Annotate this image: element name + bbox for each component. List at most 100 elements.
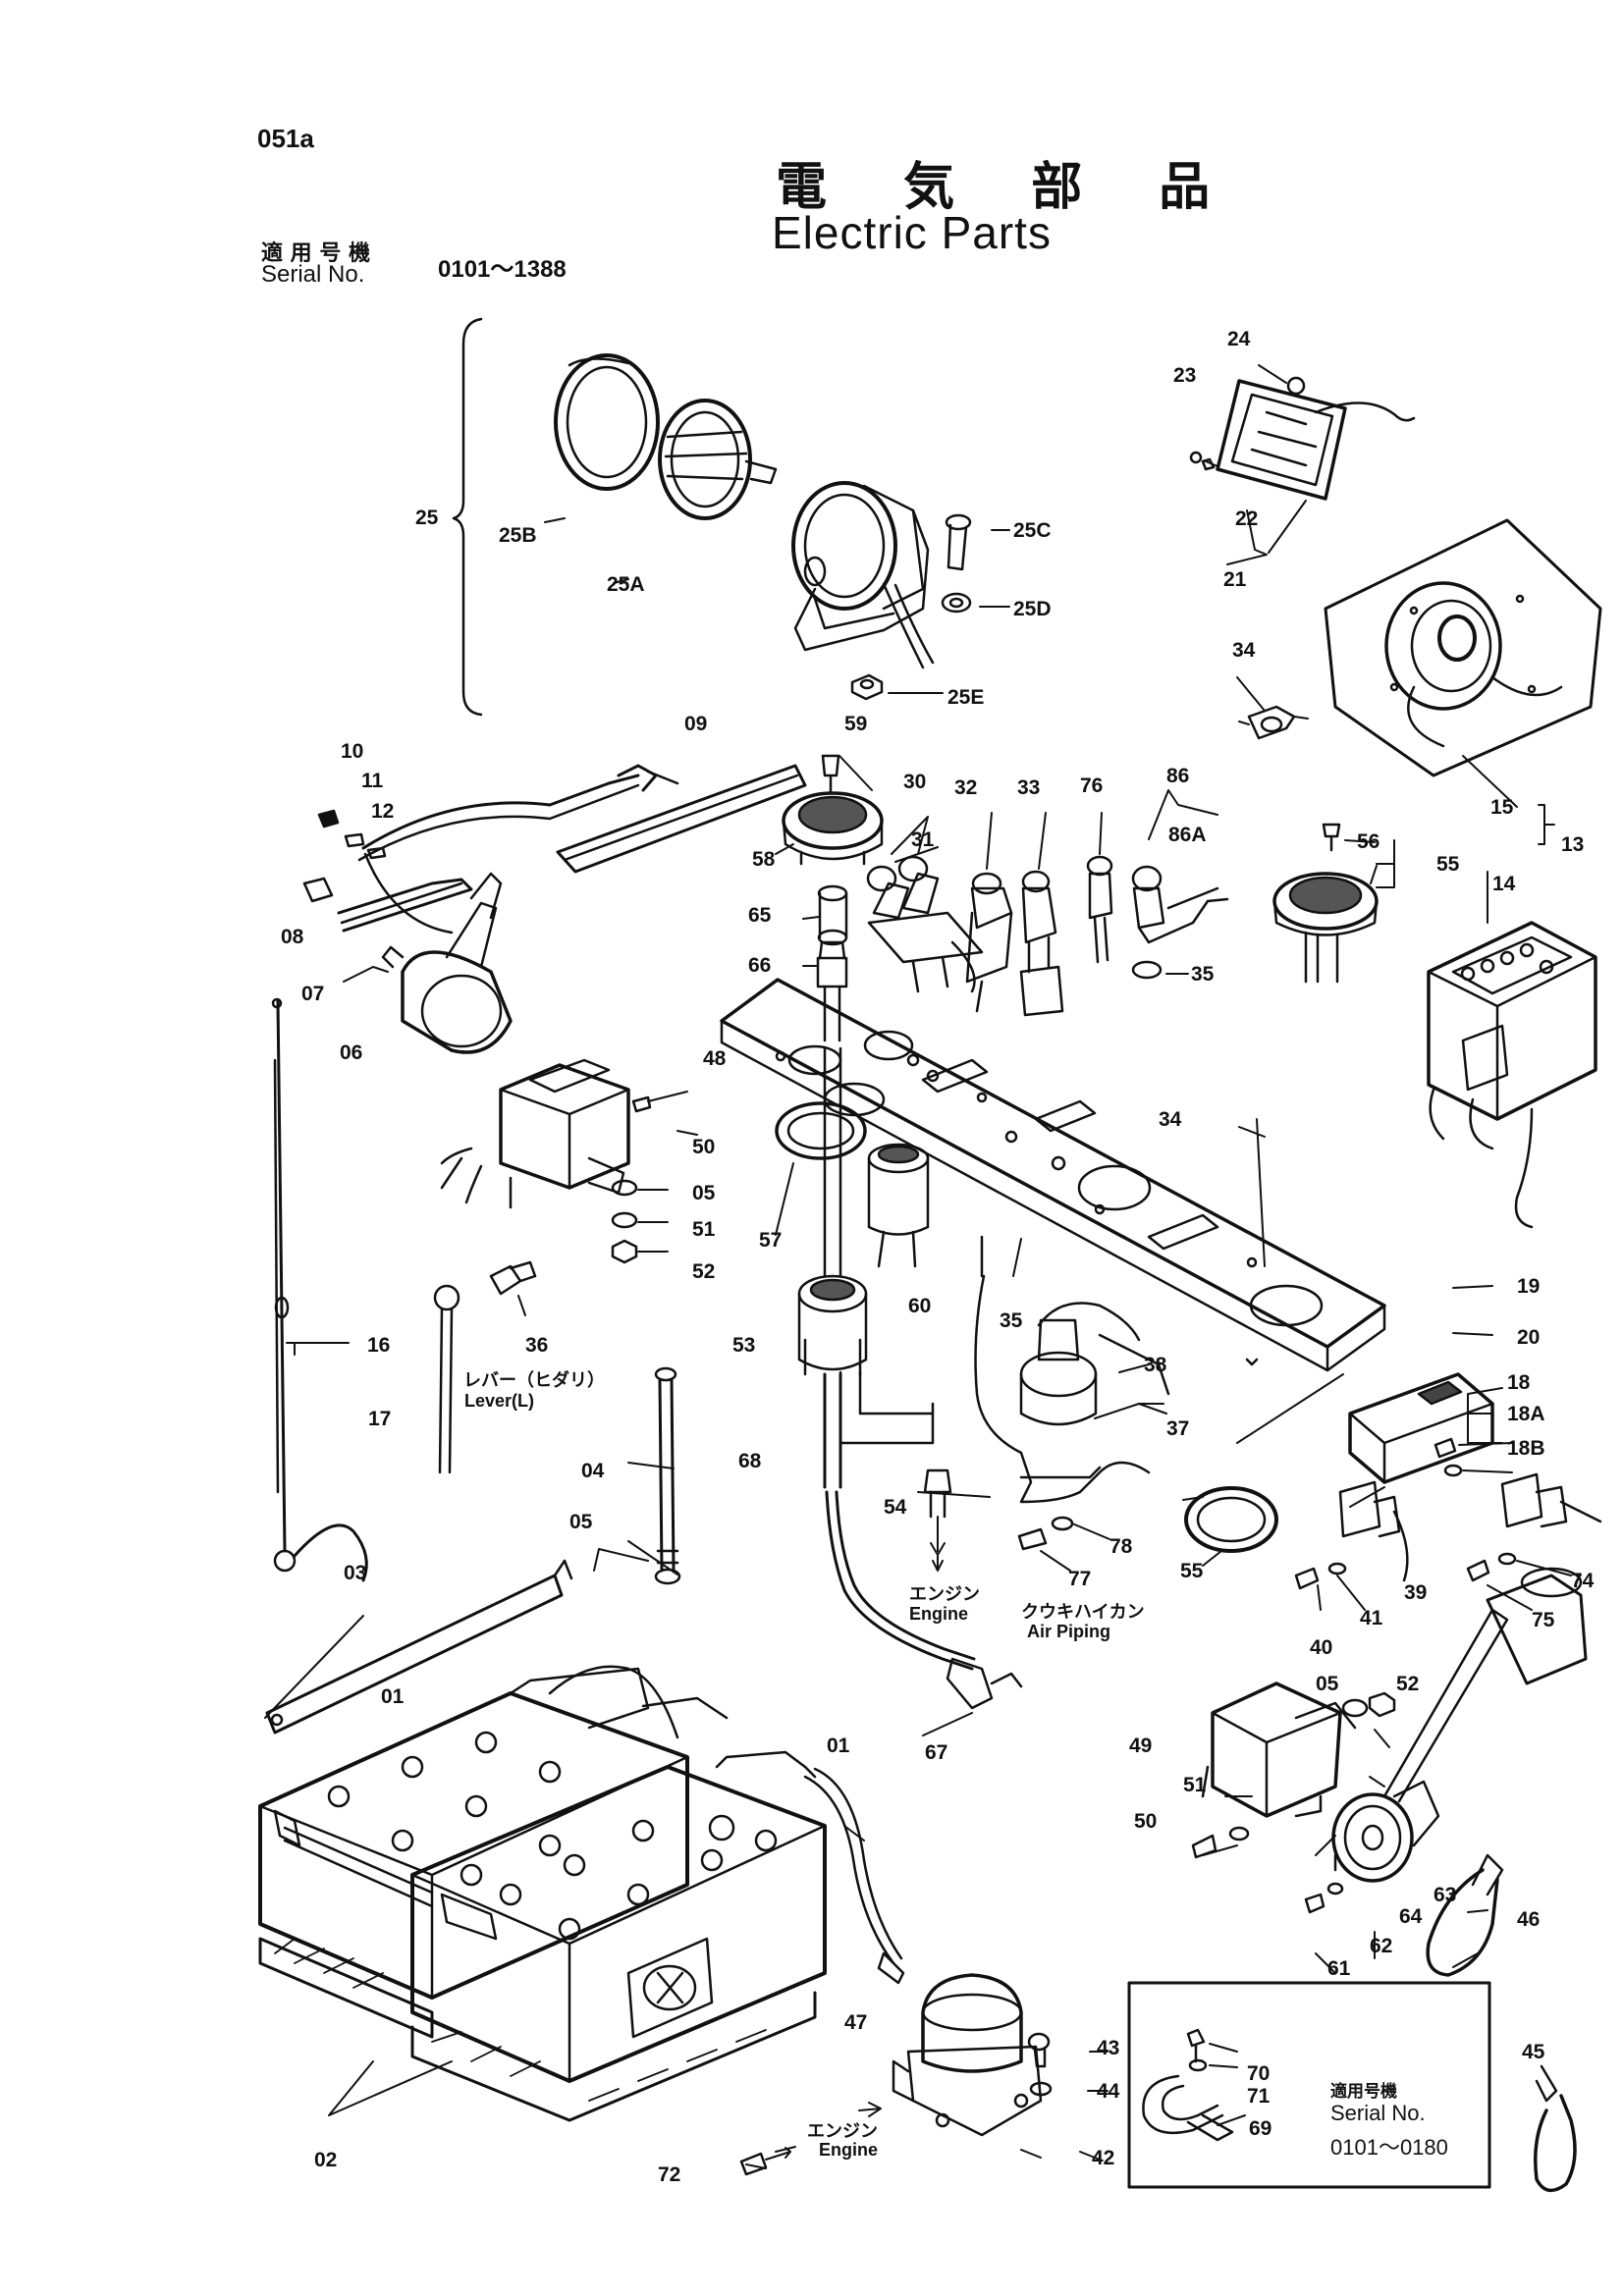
callout-09: 09 — [684, 713, 708, 735]
callout-68: 68 — [738, 1450, 762, 1472]
horn-63 — [1306, 1782, 1438, 1912]
callout-61: 61 — [1327, 1957, 1351, 1980]
callout-49: 49 — [1129, 1735, 1153, 1757]
callout-02: 02 — [314, 2149, 338, 2171]
callout-41: 41 — [1360, 1607, 1383, 1629]
wiper-arm — [304, 766, 656, 933]
callout-48: 48 — [703, 1047, 727, 1070]
callout-06: 06 — [340, 1041, 363, 1064]
callout-10: 10 — [341, 740, 364, 763]
callout-36: 36 — [525, 1334, 549, 1357]
callout-77: 77 — [1068, 1568, 1092, 1590]
callout-72: 72 — [658, 2163, 681, 2186]
bolt-77-78 — [1019, 1518, 1109, 1571]
callout-25e: 25E — [947, 686, 985, 709]
callout-18b: 18B — [1507, 1437, 1545, 1460]
callout-74: 74 — [1571, 1570, 1595, 1592]
battery-right — [412, 1698, 903, 2081]
washer-44 — [1031, 2083, 1051, 2095]
callout-76: 76 — [1080, 774, 1104, 797]
bolt-25c — [947, 515, 970, 569]
callout-78: 78 — [1109, 1535, 1133, 1558]
page-title-jp: 電 気 部 品 — [776, 157, 1240, 217]
callout-62: 62 — [1370, 1935, 1393, 1957]
callout-65: 65 — [748, 904, 772, 927]
crank-lever — [1384, 1569, 1586, 1801]
inset-serial-label: Serial No. — [1330, 2101, 1426, 2125]
callout-51-lower: 51 — [1183, 1774, 1207, 1796]
callout-43: 43 — [1097, 2037, 1120, 2059]
callout-08: 08 — [281, 926, 304, 948]
callout-69: 69 — [1249, 2117, 1272, 2140]
ring-57 — [776, 1103, 865, 1235]
callout-19: 19 — [1517, 1275, 1541, 1298]
note-lever-en: Lever(L) — [464, 1391, 535, 1411]
gauge-58 — [776, 756, 882, 864]
note-engine-en-2: Engine — [819, 2140, 879, 2160]
callout-35-lower: 35 — [1000, 1309, 1023, 1332]
callout-04: 04 — [581, 1460, 605, 1482]
callout-01-left: 01 — [381, 1685, 405, 1708]
inset-applicable-jp: 適用号機 — [1330, 2082, 1397, 2102]
switch-86 — [1133, 867, 1227, 978]
inset-serial-range: 0101～0180 — [1330, 2135, 1448, 2160]
callout-12: 12 — [371, 800, 395, 823]
switch-76 — [1088, 857, 1111, 962]
note-lever-jp: レバー（ヒダリ） — [463, 1370, 605, 1391]
serial-range: 0101～1388 — [438, 256, 567, 283]
callout-75: 75 — [1532, 1609, 1555, 1631]
spacer-65 — [819, 886, 846, 944]
callout-67: 67 — [925, 1741, 948, 1764]
callout-15: 15 — [1490, 796, 1514, 819]
callout-52-lower: 52 — [1396, 1673, 1420, 1695]
callout-86a: 86A — [1168, 824, 1207, 846]
callout-33: 33 — [1017, 776, 1041, 799]
callout-70: 70 — [1247, 2062, 1271, 2085]
callout-86: 86 — [1166, 765, 1190, 787]
group-brace-25 — [454, 319, 481, 715]
callout-24: 24 — [1227, 328, 1251, 350]
starter-relay-42 — [893, 1975, 1041, 2135]
callout-25a: 25A — [607, 573, 645, 596]
callout-25c: 25C — [1013, 519, 1052, 542]
inset-box — [1129, 1983, 1489, 2187]
callout-53: 53 — [732, 1334, 756, 1357]
note-engine-jp-1: エンジン — [909, 1584, 980, 1605]
callout-58: 58 — [752, 848, 776, 871]
callout-14: 14 — [1492, 873, 1516, 895]
page-code: 051a — [257, 124, 314, 153]
bracket-03 — [267, 1561, 571, 1733]
callout-34-upper: 34 — [1232, 639, 1256, 662]
relay-49 — [1193, 1683, 1355, 1857]
fitting-66 — [818, 942, 846, 1041]
hardware-19-20 — [1435, 1439, 1512, 1475]
gauge-55 — [1274, 825, 1394, 982]
callout-32: 32 — [954, 776, 978, 799]
callout-11: 11 — [361, 770, 384, 792]
callout-25d: 25D — [1013, 598, 1052, 620]
callout-47: 47 — [844, 2011, 868, 2034]
nut-25d — [943, 594, 970, 612]
ring-55-lower — [1186, 1374, 1343, 1566]
arrow-engine-2 — [776, 2147, 795, 2152]
callout-34-lower: 34 — [1159, 1108, 1182, 1131]
page-title-en: Electric Parts — [772, 207, 1052, 258]
gauge-60 — [869, 1145, 928, 1266]
solenoid-39 — [1296, 1482, 1407, 1610]
callout-44: 44 — [1097, 2080, 1120, 2103]
callout-59: 59 — [844, 713, 868, 735]
note-engine-en-1: Engine — [909, 1604, 969, 1624]
callout-37: 37 — [1166, 1417, 1190, 1440]
elbow-67 — [947, 1659, 1021, 1708]
clamp-69 — [1143, 2030, 1245, 2140]
cover-18 — [1350, 1374, 1492, 1482]
gauge-53 — [799, 1048, 933, 1487]
leader-lines — [265, 756, 1502, 2168]
callout-66: 66 — [748, 954, 772, 977]
battery-14 — [1429, 872, 1596, 1227]
callout-51-upper: 51 — [692, 1218, 716, 1241]
wiper-motor — [344, 874, 511, 1052]
callout-56: 56 — [1357, 830, 1380, 853]
callout-18: 18 — [1507, 1371, 1531, 1394]
